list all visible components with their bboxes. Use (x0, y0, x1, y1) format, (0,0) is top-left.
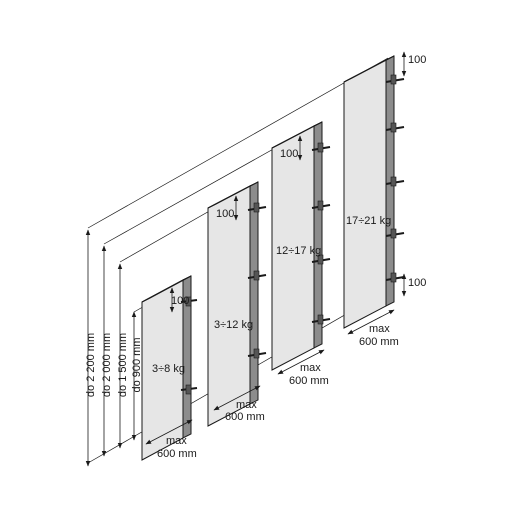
panel-4-top-offset: 100 (408, 54, 426, 66)
panel-4-weight: 17÷21 kg (346, 215, 391, 227)
height-label-2000: do 2 000 mm (101, 333, 113, 397)
mount-bracket-icon (180, 296, 198, 395)
panel-2: 100 3÷12 kg max 600 mm (207, 181, 267, 427)
panel-1-width-mm: 600 mm (157, 448, 197, 460)
height-label-2200: do 2 200 mm (85, 333, 97, 397)
panel-1-weight: 3÷8 kg (152, 363, 185, 375)
panel-2-top-offset: 100 (216, 208, 234, 220)
panel-3-top-offset: 100 (280, 148, 298, 160)
height-label-900: do 900 mm (131, 337, 143, 392)
panel-3-weight: 12÷17 kg (276, 245, 321, 257)
panel-1-width-max: max (166, 435, 187, 447)
panel-1: 100 3÷8 kg max 600 mm (141, 275, 198, 461)
panel-2-width-mm: 600 mm (225, 411, 265, 423)
panel-3-width-max: max (300, 362, 321, 374)
mount-bracket-icon (247, 202, 267, 359)
panel-4-width-max: max (369, 323, 390, 335)
panel-3-width-mm: 600 mm (289, 375, 329, 387)
panel-4: 100 100 17÷21 kg max 600 mm (343, 51, 426, 348)
panel-4-bottom-offset: 100 (408, 277, 426, 289)
panel-4-width-mm: 600 mm (359, 336, 399, 348)
height-label-1500: do 1 500 mm (117, 333, 129, 397)
panel-2-weight: 3÷12 kg (214, 319, 253, 331)
height-dimension-lines (85, 229, 137, 467)
mount-bracket-icon (385, 74, 405, 283)
panel-2-width-max: max (236, 399, 257, 411)
panel-3: 100 12÷17 kg max 600 mm (271, 121, 331, 387)
panel-1-top-offset: 100 (171, 295, 189, 307)
mount-bracket-icon (311, 142, 331, 325)
